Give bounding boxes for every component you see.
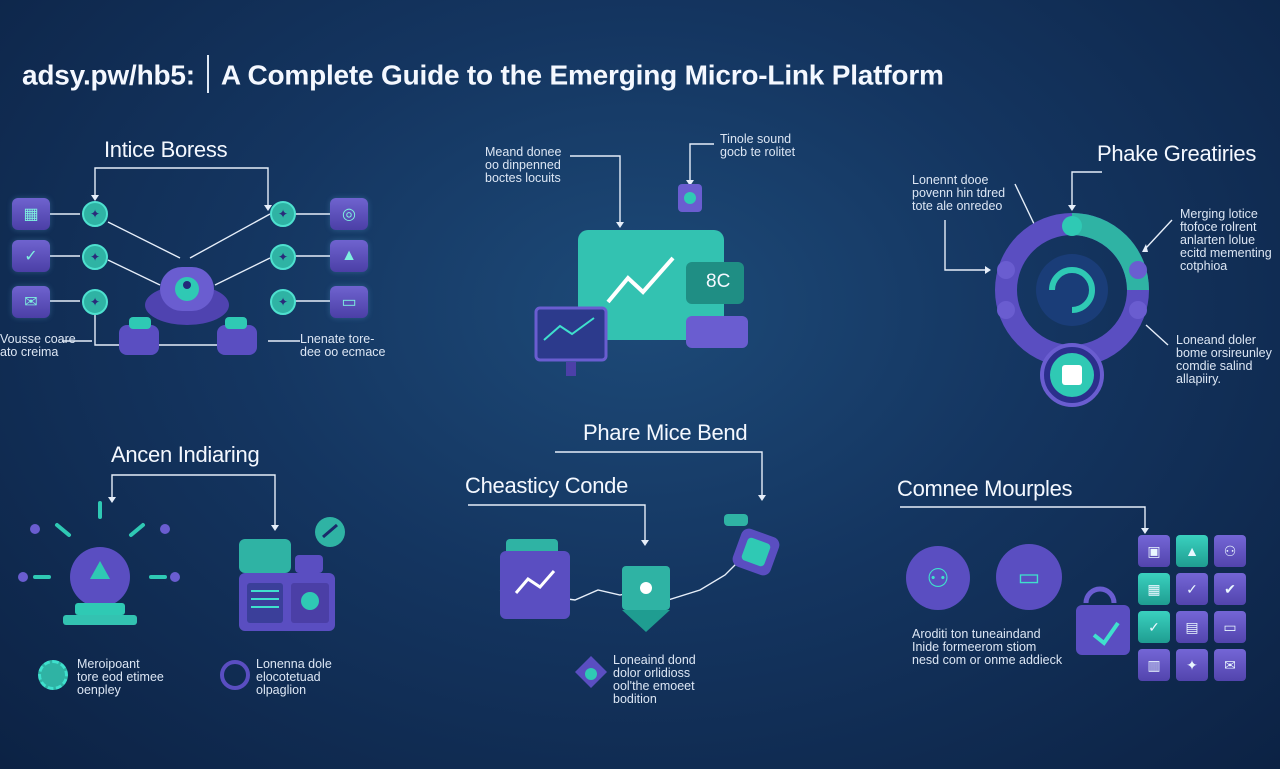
section4-note-left: Meroipoant tore eod etimee oenpley	[77, 657, 164, 697]
edit-icon	[239, 517, 345, 631]
lock-icon	[1076, 586, 1130, 655]
target-icon: ◎	[330, 198, 368, 230]
section1-note-right: Lnenate tore- dee oo ecmace	[300, 332, 386, 359]
node-icon: ✦	[270, 244, 296, 270]
sync-icon	[575, 656, 607, 688]
section3-heading: Phake Greatiries	[1097, 141, 1257, 166]
title-url: adsy.pw/hb5:	[22, 59, 195, 91]
section3-note-b: Merging lotice ftofoce rolrent anlarten …	[1180, 207, 1272, 273]
monitor-icon: ▭	[996, 544, 1062, 610]
hub-graphic	[119, 267, 257, 355]
grid-tile-icon: ✔	[1214, 573, 1246, 605]
title-divider	[206, 55, 209, 93]
dashboard-graphic	[534, 184, 748, 376]
page-title: adsy.pw/hb5: A Complete Guide to the Emer…	[22, 55, 944, 96]
node-icon: ✦	[270, 289, 296, 315]
node-icon: ✦	[82, 244, 108, 270]
grid-tile-icon: ▭	[1214, 611, 1246, 643]
grid-tile-icon: ✓	[1176, 573, 1208, 605]
section1-note-left: Vousse coare ato creima	[0, 332, 76, 359]
gallery-icon: ▦	[12, 198, 50, 230]
section2-note-left: Meand donee oo dinpenned boctes locuits	[485, 145, 562, 185]
grid-tile-icon: ✓	[1138, 611, 1170, 643]
chart-icon: ▲	[330, 240, 368, 272]
grid-tile-icon: ✉	[1214, 649, 1246, 681]
cycle-ring-graphic	[995, 213, 1149, 407]
section5-heading: Cheasticy Conde	[465, 473, 629, 498]
section3-note-a: Lonennt dooe povenn hin tdred tote ale o…	[912, 173, 1006, 213]
node-icon: ✦	[270, 201, 296, 227]
user-icon: ⚇	[906, 546, 970, 610]
lightbulb-icon	[18, 501, 180, 625]
grid-tile-icon: ▤	[1176, 611, 1208, 643]
section2-badge: 8C	[706, 271, 731, 292]
chain-link-icon	[724, 514, 780, 576]
section6-heading: Comnee Mourples	[897, 476, 1073, 501]
grid-tile-icon: ▲	[1176, 535, 1208, 567]
grid-tile-icon: ⚇	[1214, 535, 1246, 567]
section1-heading: Intice Boress	[104, 137, 228, 162]
chart-line-icon	[500, 539, 570, 619]
section4-heading: Ancen Indiaring	[111, 442, 260, 467]
section4-note-right: Lonenna dole elocotetuad olpaglion	[256, 657, 332, 697]
check-icon: ✓	[12, 240, 50, 272]
grid-tile-icon: ▥	[1138, 649, 1170, 681]
node-icon: ✦	[82, 201, 108, 227]
grid-tile-icon: ✦	[1176, 649, 1208, 681]
window-icon: ▭	[330, 286, 368, 318]
section2-note-right: Tinole sound gocb te rolitet	[720, 132, 796, 159]
title-text: A Complete Guide to the Emerging Micro-L…	[220, 59, 944, 91]
mail-icon: ✉	[12, 286, 50, 318]
cube-icon	[622, 566, 670, 632]
node-icon: ✦	[82, 289, 108, 315]
section5-heading-top: Phare Mice Bend	[583, 420, 748, 445]
gear-icon	[38, 660, 68, 690]
grid-tile-icon: ▣	[1138, 535, 1170, 567]
target-icon	[220, 660, 250, 690]
section3-note-c: Loneand doler bome orsireunley comdie sa…	[1176, 333, 1272, 386]
grid-tile-icon: ▦	[1138, 573, 1170, 605]
section6-note: Aroditi ton tuneaindand Inide formeerom …	[912, 627, 1063, 667]
section5-note: Loneaind dond dolor orlidioss ool'the em…	[613, 653, 696, 706]
